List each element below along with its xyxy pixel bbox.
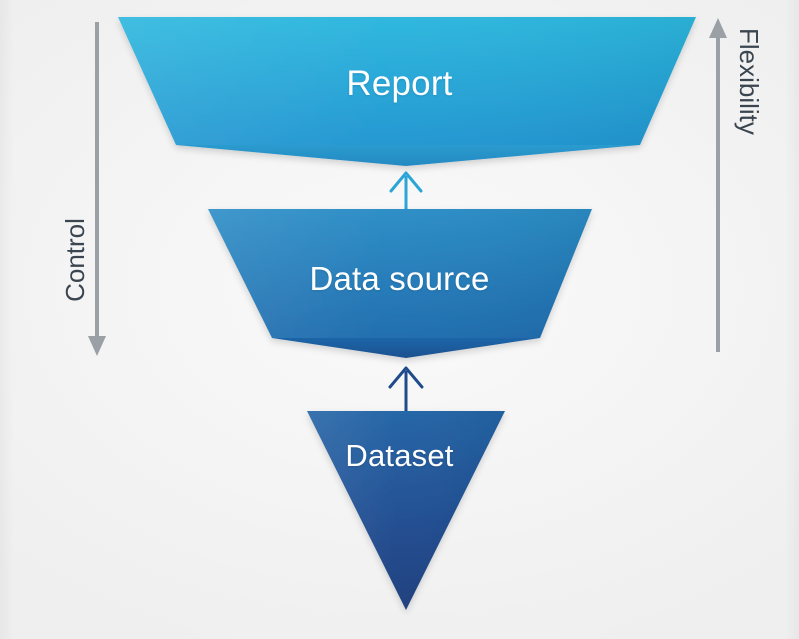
arrow-dataset-to-data-source [388,366,424,411]
data-source-sheen [208,209,592,338]
axis-arrow-control [88,22,106,356]
funnel-stage-report[interactable] [118,17,696,166]
data-source-fold-face [272,338,540,358]
funnel-stage-dataset[interactable] [307,411,505,610]
funnel-stage-data-source[interactable] [208,209,592,358]
arrow-data-source-to-report [389,171,423,209]
report-sheen [118,17,696,145]
report-fold-face [176,145,640,166]
axis-arrow-flexibility [709,18,727,352]
dataset-sheen [307,411,505,610]
